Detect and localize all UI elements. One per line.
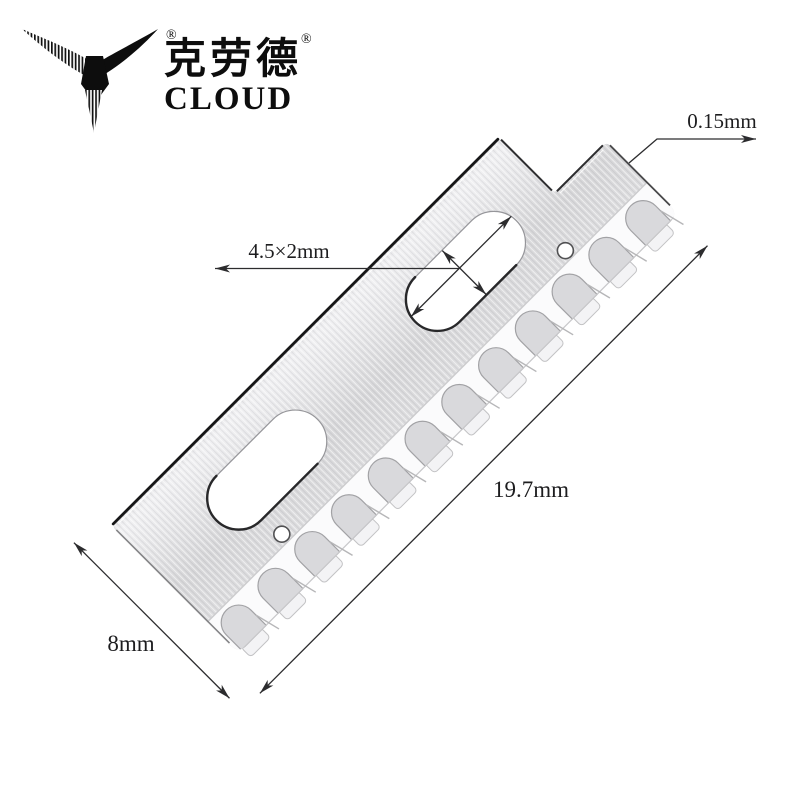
dimension-annotations: 0.15mm 4.5×2mm 19.7mm 8mm	[107, 109, 756, 656]
brand-registered-mark: ®	[301, 32, 312, 47]
brand-name-english: CLOUD	[164, 81, 293, 117]
slot-left-shadow-edge	[206, 462, 319, 531]
edge-length-label: 19.7mm	[493, 477, 569, 502]
brand-name-chinese: 克劳德	[164, 35, 302, 82]
edge-length-dimension-line	[259, 245, 708, 694]
brand-logo: ® 克劳德 ® CLOUD	[22, 28, 312, 133]
spine-notch-step-bottom	[556, 144, 604, 192]
bird-registered-mark: ®	[166, 28, 177, 43]
slot-size-label: 4.5×2mm	[248, 239, 329, 263]
blade-illustration	[73, 85, 708, 699]
bird-right-wing	[95, 29, 158, 80]
thickness-label: 0.15mm	[687, 109, 756, 133]
thickness-leader-line	[628, 135, 756, 164]
slot-cross-arrow-short	[441, 250, 487, 295]
bird-logo-icon	[22, 29, 158, 133]
width-label: 8mm	[107, 631, 154, 656]
brushed-metal-texture	[110, 85, 679, 654]
bird-left-wing	[22, 29, 94, 80]
spine-notch-step-wall	[500, 138, 553, 192]
bird-tail	[85, 90, 102, 133]
width-dimension-line	[73, 542, 230, 699]
tooth-gap-wall	[660, 210, 684, 226]
serration-tooth	[625, 200, 672, 247]
spine-notch-step-highlight	[559, 149, 604, 194]
right-end-edge	[609, 144, 671, 207]
